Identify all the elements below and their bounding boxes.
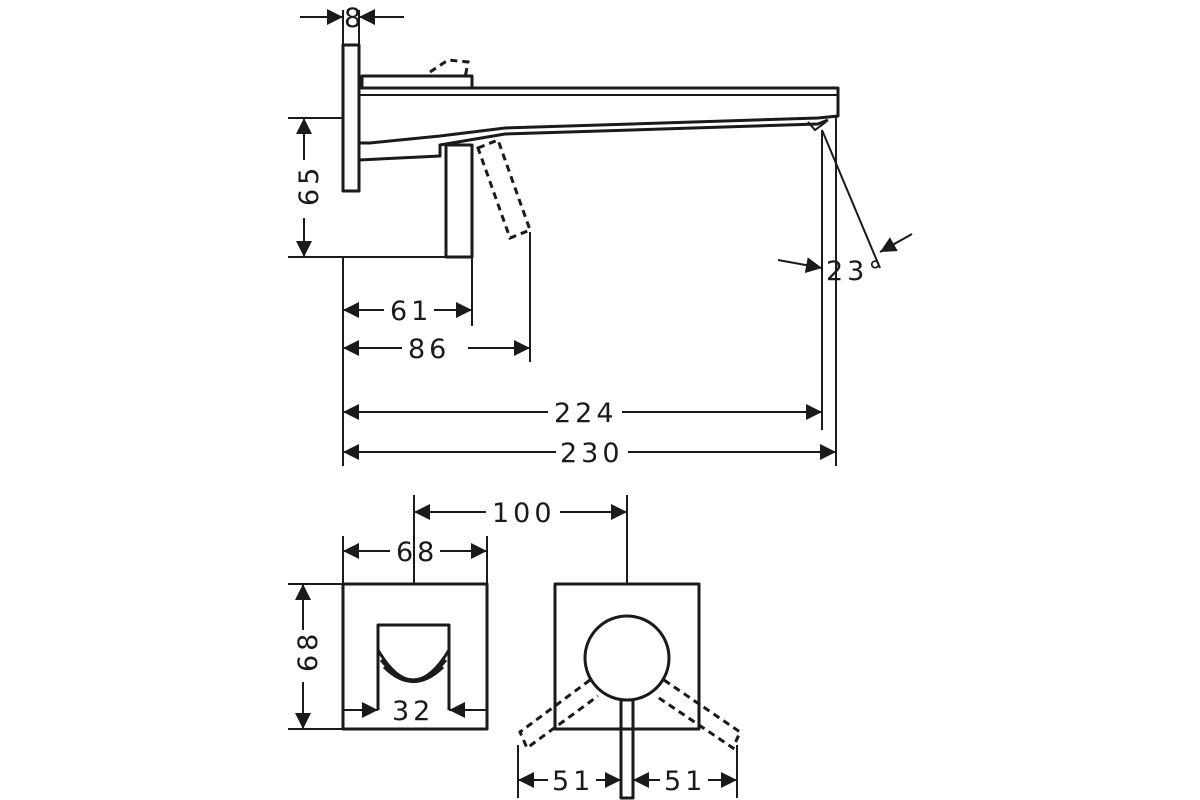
spout-body xyxy=(359,86,840,145)
dim-label-51-left: 51 xyxy=(552,766,594,797)
front-extension-lines xyxy=(288,495,738,798)
dim-outlet-32: 32 xyxy=(342,694,486,727)
lever-swung-dashed xyxy=(476,138,532,240)
dim-label-65: 65 xyxy=(294,164,325,206)
dim-swing-right: 51 xyxy=(633,766,737,797)
dim-lever-86: 86 xyxy=(343,334,530,365)
dim-label-61: 61 xyxy=(390,296,432,327)
dim-label-23deg: 23° xyxy=(826,256,886,287)
dim-label-68-horizontal: 68 xyxy=(396,537,438,568)
dim-spout-angle: 23° xyxy=(777,233,913,287)
dim-plate-height: 68 xyxy=(293,584,324,729)
top-flange xyxy=(360,74,474,90)
dim-plate-thickness: 8 xyxy=(300,3,404,34)
dim-spout-224: 224 xyxy=(343,398,822,429)
spout-outlet-shading xyxy=(379,659,448,683)
wall-plate xyxy=(341,43,361,193)
spout-underside xyxy=(358,118,829,162)
side-view xyxy=(341,43,840,259)
dim-total-230: 230 xyxy=(343,438,836,469)
mixer-lever-left-dashed xyxy=(518,678,599,751)
lever-top-dashed xyxy=(429,58,470,79)
spout-outlet-front xyxy=(376,623,451,710)
dim-label-100: 100 xyxy=(492,498,556,529)
mixer-lever-right-dashed xyxy=(655,678,742,751)
dim-label-32: 32 xyxy=(392,696,434,727)
dim-label-8: 8 xyxy=(344,3,365,34)
mixer-plate xyxy=(553,582,701,731)
spout-outlet-curve xyxy=(376,649,451,682)
dim-lever-61: 61 xyxy=(343,296,472,327)
dim-plate-width: 68 xyxy=(343,537,487,568)
side-extension-lines xyxy=(288,10,881,466)
dim-label-51-right: 51 xyxy=(664,766,706,797)
dim-label-68-vertical: 68 xyxy=(293,630,324,672)
dim-label-224: 224 xyxy=(554,398,618,429)
dim-swing-left: 51 xyxy=(518,766,621,797)
spout-outlet xyxy=(807,121,827,132)
dim-center-100: 100 xyxy=(414,498,627,529)
lever-handle xyxy=(444,143,474,259)
dim-label-230: 230 xyxy=(560,438,624,469)
mixer-lever-down xyxy=(619,698,635,800)
dim-label-86: 86 xyxy=(408,334,450,365)
front-view-mixer xyxy=(518,495,742,800)
dim-rosette-height: 65 xyxy=(294,118,325,257)
mixer-rosette xyxy=(583,614,671,702)
